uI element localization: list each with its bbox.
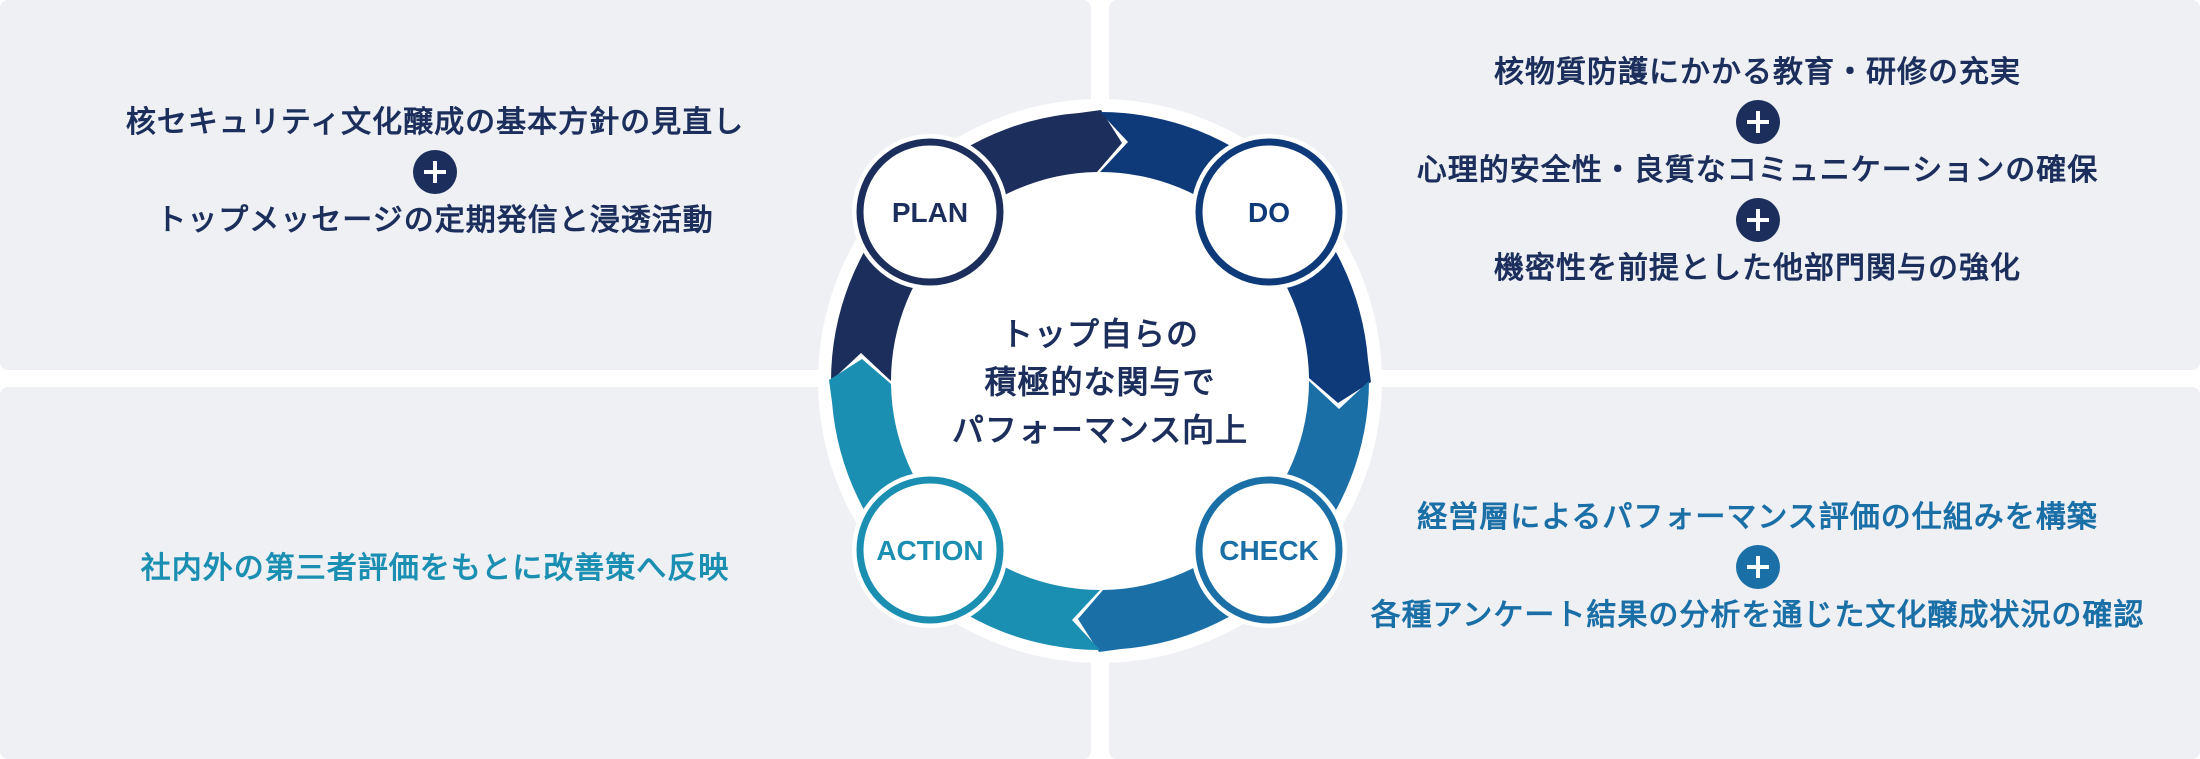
action-label: ACTION bbox=[876, 535, 983, 566]
check-item: 各種アンケート結果の分析を通じた文化醸成状況の確認 bbox=[1370, 598, 2145, 633]
do-item: 機密性を前提とした他部門関与の強化 bbox=[1494, 251, 2021, 286]
plan-arc bbox=[831, 110, 1122, 381]
action-item: 社内外の第三者評価をもとに改善策へ反映 bbox=[140, 551, 730, 586]
check-items: 経営層によるパフォーマンス評価の仕組みを構築 各種アンケート結果の分析を通じた文… bbox=[1330, 498, 2185, 636]
action-arc bbox=[829, 359, 1100, 650]
check-label: CHECK bbox=[1219, 535, 1319, 566]
do-item: 核物質防護にかかる教育・研修の充実 bbox=[1494, 55, 2021, 90]
plan-item: 核セキュリティ文化醸成の基本方針の見直し bbox=[125, 105, 745, 140]
plan-items: 核セキュリティ文化醸成の基本方針の見直し トップメッセージの定期発信と浸透活動 bbox=[0, 103, 870, 241]
plus-icon bbox=[413, 150, 457, 194]
plan-node: PLAN bbox=[852, 134, 1008, 290]
check-arc bbox=[1078, 381, 1369, 652]
do-node: DO bbox=[1191, 134, 1347, 290]
check-item: 経営層によるパフォーマンス評価の仕組みを構築 bbox=[1417, 500, 2098, 535]
check-node: CHECK bbox=[1191, 472, 1347, 628]
do-label: DO bbox=[1248, 197, 1290, 228]
center-line-2: 積極的な関与で bbox=[984, 363, 1215, 401]
center-line-1: トップ自らの bbox=[1001, 315, 1199, 353]
do-arc bbox=[1100, 112, 1371, 403]
action-node: ACTION bbox=[852, 472, 1008, 628]
plus-icon bbox=[1735, 545, 1780, 589]
center-line-3: パフォーマンス向上 bbox=[952, 411, 1248, 449]
do-items: 核物質防護にかかる教育・研修の充実 心理的安全性・良質なコミュニケーションの確保… bbox=[1330, 53, 2185, 289]
plan-item: トップメッセージの定期発信と浸透活動 bbox=[156, 203, 714, 238]
do-item: 心理的安全性・良質なコミュニケーションの確保 bbox=[1416, 153, 2099, 188]
plan-label: PLAN bbox=[892, 197, 968, 228]
plus-icon bbox=[1735, 100, 1780, 144]
plus-icon bbox=[1735, 198, 1780, 242]
pdca-cycle: PLAN DO CHECK ACTION トップ自らの 積極的な関与で パフォー… bbox=[818, 99, 1382, 663]
action-items: 社内外の第三者評価をもとに改善策へ反映 bbox=[0, 549, 870, 589]
